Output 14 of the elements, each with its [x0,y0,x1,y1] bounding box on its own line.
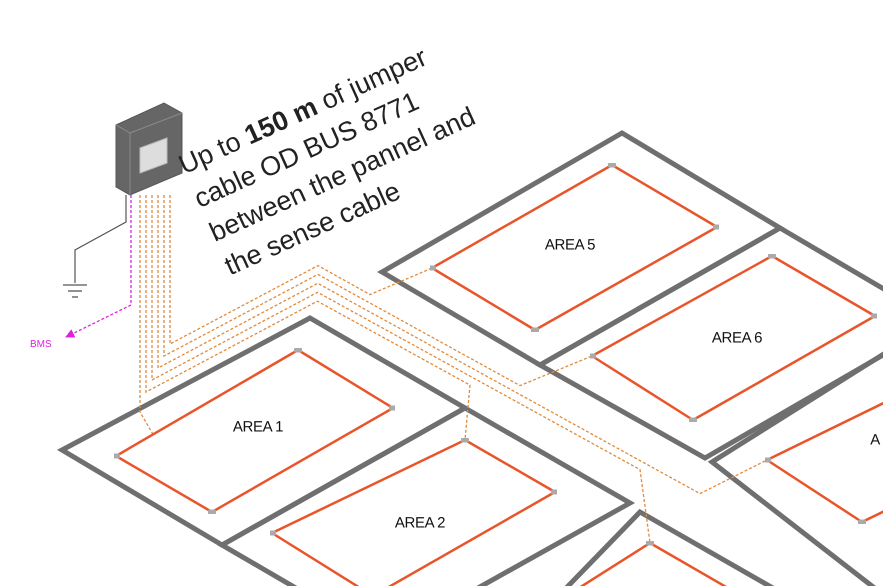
arrow [65,195,132,338]
area-label: AREA 5 [544,236,596,254]
area-label: AREA 1 [232,418,284,436]
cable-line [169,195,432,346]
cable-line [163,195,592,386]
cable-line [145,195,471,440]
area-label: AREA 6 [712,330,762,346]
signal-label: BMS [30,338,52,352]
cable-line [139,195,154,435]
area-label: AREA 2 [394,514,446,532]
area-label: A [870,432,880,448]
cable-line [157,195,768,494]
cable-line [151,195,651,544]
cable-line [74,195,127,283]
